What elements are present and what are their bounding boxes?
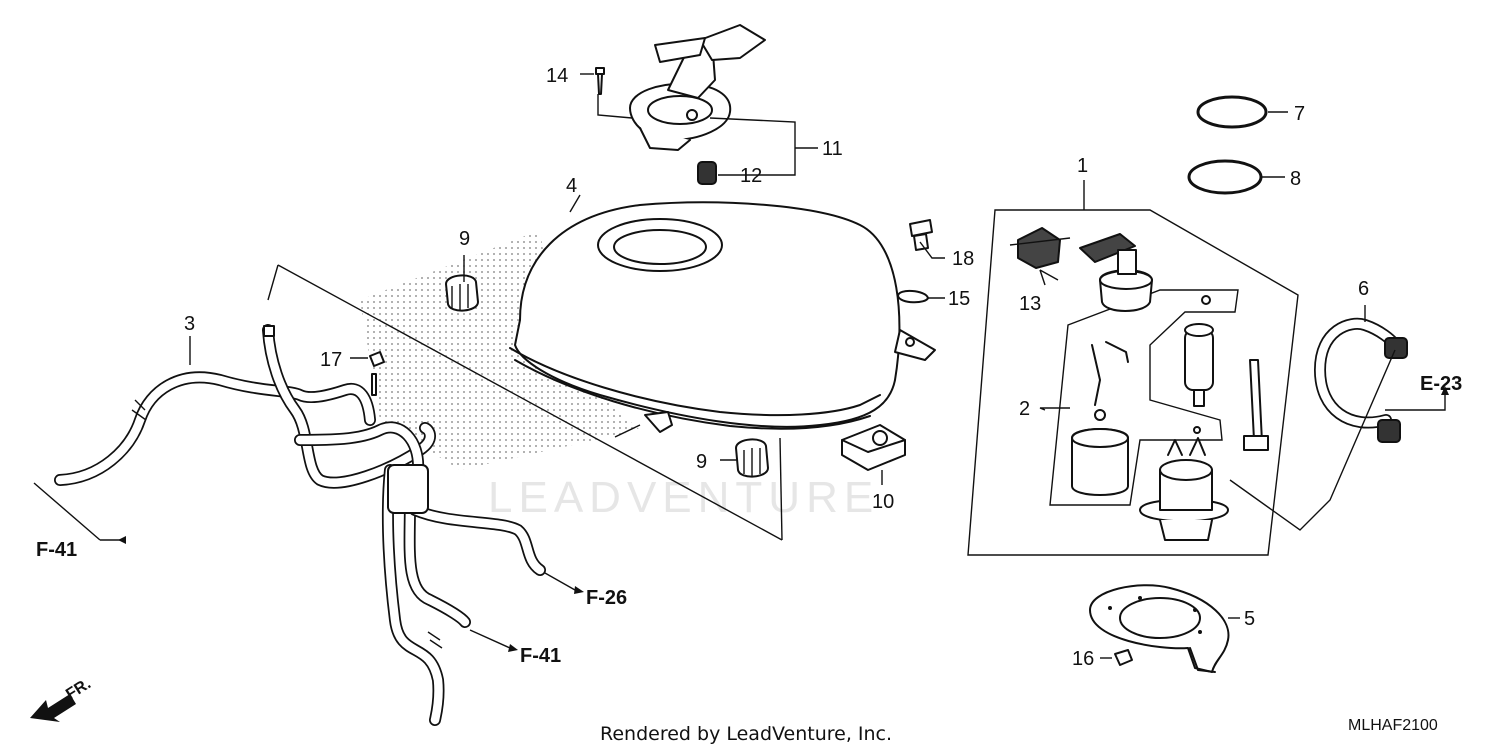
callout-7: 7 [1294,103,1305,125]
hose-harness [54,324,546,726]
tank-group-outline [267,264,783,541]
arrow-f41-left [118,536,126,544]
connector-13 [1009,227,1071,281]
callout-8: 8 [1290,168,1301,190]
small-seal-mid [1094,409,1106,421]
callout-10: 10 [872,491,894,513]
tank-group-outline-right [779,437,783,541]
o-ring-8 [1187,159,1263,195]
small-seal-low [1193,426,1201,434]
reference-f41-left: F-41 [36,539,77,561]
callout-11: 11 [822,138,843,160]
reference-e23: E-23 [1420,373,1462,395]
callout-9-lower: 9 [696,451,707,473]
washer-15 [897,290,929,304]
front-arrow-icon [30,694,76,722]
o-ring-7 [1196,95,1268,129]
fuel-feed-hose-6 [1314,317,1408,443]
pump-base [1139,437,1229,541]
arrow-f41-bottom [508,644,518,652]
front-direction-indicator: FR. [30,675,94,722]
callout-5: 5 [1244,608,1255,630]
diagram-code: MLHAF2100 [1348,717,1438,734]
arrow-e23 [1441,386,1449,395]
small-seal-top [1201,295,1211,305]
grommet-12 [697,161,717,185]
pump-filter [1071,428,1129,496]
bracket-10 [841,424,906,471]
clip-17 [369,351,385,396]
arrow-f26 [574,586,584,594]
callout-15: 15 [948,288,970,310]
callout-12: 12 [740,165,762,187]
cushion-9-lower [735,438,769,478]
cushion-9-upper [445,274,479,312]
stipple-shadow [360,230,640,470]
callout-14: 14 [546,65,568,87]
fuel-cap-assembly [629,24,766,151]
callout-13: 13 [1019,293,1041,315]
bolt-18 [909,219,933,251]
reference-f41-bottom: F-41 [520,645,561,667]
callout-4: 4 [566,175,577,197]
callout-18: 18 [952,248,974,270]
level-sensor [1243,359,1269,451]
callout-9-upper: 9 [459,228,470,250]
screw-14 [595,67,605,95]
callout-1: 1 [1077,155,1088,177]
footer-credit: Rendered by LeadVenture, Inc. [600,723,892,745]
setting-plate-5 [1089,584,1230,673]
reference-f26: F-26 [586,587,627,609]
watermark-text: LEADVENTURE [488,473,879,522]
fuel-pump-assembly-box [967,209,1299,556]
leader-lines [33,73,1446,659]
pump-subassembly-box [1049,289,1239,506]
callout-6: 6 [1358,278,1369,300]
pump-motor [1184,323,1214,407]
fuel-tank [509,201,936,433]
callout-17: 17 [320,349,342,371]
pump-top-unit [1079,233,1153,312]
nut-16 [1114,649,1133,666]
callout-2: 2 [1019,398,1030,420]
float-arm [1091,341,1129,406]
callout-16: 16 [1072,648,1094,670]
callout-3: 3 [184,313,195,335]
